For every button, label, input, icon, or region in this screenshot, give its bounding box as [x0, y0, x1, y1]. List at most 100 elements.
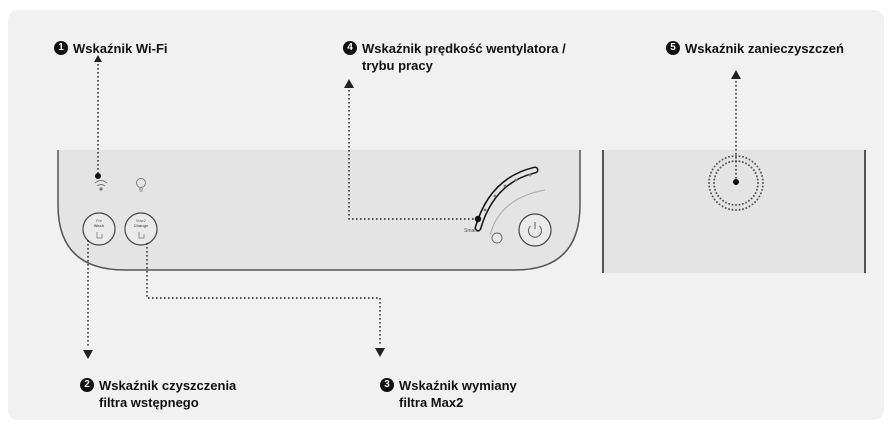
- leader-3: [146, 243, 381, 346]
- ring-dot: [754, 162, 757, 165]
- ring-dot: [738, 155, 741, 158]
- ring-dot: [724, 157, 727, 160]
- ring-dot: [744, 162, 747, 165]
- max2-change-button[interactable]: Max2 Change: [124, 212, 158, 246]
- ring-dot: [747, 164, 750, 167]
- ring-dot: [752, 169, 755, 172]
- ring-dot: [758, 168, 761, 171]
- ring-dot: [741, 202, 744, 205]
- ring-dot: [751, 160, 754, 163]
- callout-fan-speed: 4 Wskaźnik prędkość wentylatora / trybu …: [343, 40, 566, 74]
- ring-dot: [735, 204, 737, 206]
- ring-dot: [728, 202, 731, 205]
- ring-dot: [748, 205, 751, 208]
- callout-text: Wskaźnik prędkość wentylatora /: [362, 41, 566, 56]
- ring-dot: [754, 191, 757, 194]
- ring-dot: [713, 198, 716, 201]
- callout-number: 2: [80, 378, 94, 392]
- ring-dot: [722, 164, 725, 167]
- callout-text: filtra Max2: [399, 395, 464, 410]
- ring-dot: [731, 208, 734, 211]
- callout-max2: 3 Wskaźnik wymiany filtra Max2: [380, 377, 517, 411]
- ring-dot: [756, 185, 759, 188]
- ring-dot: [725, 162, 728, 165]
- ring-dot: [756, 178, 759, 181]
- ring-dot: [728, 161, 731, 164]
- ring-dot: [708, 182, 710, 184]
- ring-dot: [754, 172, 757, 175]
- ring-dot: [750, 197, 753, 200]
- ring-dot: [713, 165, 716, 168]
- pollution-indicator-ring: [708, 155, 764, 211]
- callout-pollution: 5 Wskaźnik zanieczyszczeń: [666, 40, 844, 57]
- ring-dot: [756, 198, 759, 201]
- ring-dot: [728, 208, 731, 211]
- ring-dot: [717, 169, 720, 172]
- ring-dot: [715, 201, 718, 204]
- ring-dot: [752, 194, 755, 197]
- ring-dot: [744, 201, 747, 204]
- prewash-button[interactable]: Pre Wash: [82, 212, 116, 246]
- bulb-icon: [136, 178, 146, 192]
- ring-dot: [708, 178, 711, 181]
- ring-dot: [710, 171, 713, 174]
- ring-dot: [741, 161, 744, 164]
- ring-dot: [761, 185, 764, 188]
- ring-dot: [719, 166, 722, 169]
- callout-text: Wskaźnik wymiany: [399, 378, 517, 393]
- prewash-line2: Wash: [94, 223, 105, 228]
- callout-text: trybu pracy: [362, 58, 433, 73]
- ring-dot: [741, 155, 744, 158]
- callout-number: 3: [380, 378, 394, 392]
- ring-dot: [747, 199, 750, 202]
- callout-number: 4: [343, 41, 357, 55]
- ring-dot: [757, 182, 759, 184]
- ring-dot: [755, 188, 758, 191]
- max2-line2: Change: [134, 223, 149, 228]
- power-icon: [528, 222, 542, 238]
- callout-text: Wskaźnik zanieczyszczeń: [685, 41, 844, 56]
- ring-dot: [708, 185, 711, 188]
- ring-dot: [735, 209, 737, 211]
- smart-label: Smart: [464, 228, 478, 234]
- power-button[interactable]: [518, 213, 552, 247]
- arrowheads: [83, 55, 741, 359]
- ring-dot: [731, 160, 734, 163]
- ring-dot: [715, 191, 718, 194]
- callout-text: Wskaźnik Wi-Fi: [73, 41, 168, 56]
- ring-dot: [761, 175, 764, 178]
- ring-dot: [713, 185, 716, 188]
- control-panel: [57, 150, 581, 271]
- prewash-line1: Pre: [96, 218, 103, 223]
- callout-text: filtra wstępnego: [99, 395, 199, 410]
- ring-dot: [748, 158, 751, 161]
- ring-dot: [717, 194, 720, 197]
- ring-dot: [714, 175, 717, 178]
- ring-dot: [718, 203, 721, 206]
- ring-dot: [724, 206, 727, 209]
- ring-dot: [738, 208, 741, 211]
- ring-dot: [755, 175, 758, 178]
- ring-dot: [761, 178, 764, 181]
- ring-dot: [708, 188, 711, 191]
- ring-dot: [762, 182, 764, 184]
- ring-dot: [758, 195, 761, 198]
- ring-dot: [728, 155, 731, 158]
- ring-dot: [718, 160, 721, 163]
- callout-wifi: 1 Wskaźnik Wi-Fi: [54, 40, 168, 57]
- ring-dot: [711, 168, 714, 171]
- ring-dot: [751, 203, 754, 206]
- hand-icon: [138, 232, 145, 239]
- ring-dot: [719, 197, 722, 200]
- ring-dot: [761, 188, 764, 191]
- ring-dot: [710, 192, 713, 195]
- ring-dot: [715, 162, 718, 165]
- leader-dots: [95, 173, 739, 223]
- ring-dot: [713, 178, 716, 181]
- minus-button[interactable]: [491, 232, 503, 244]
- callout-text: Wskaźnik czyszczenia: [99, 378, 237, 393]
- ring-dot: [721, 158, 724, 161]
- ring-dot: [741, 208, 744, 211]
- ring-dot: [711, 195, 714, 198]
